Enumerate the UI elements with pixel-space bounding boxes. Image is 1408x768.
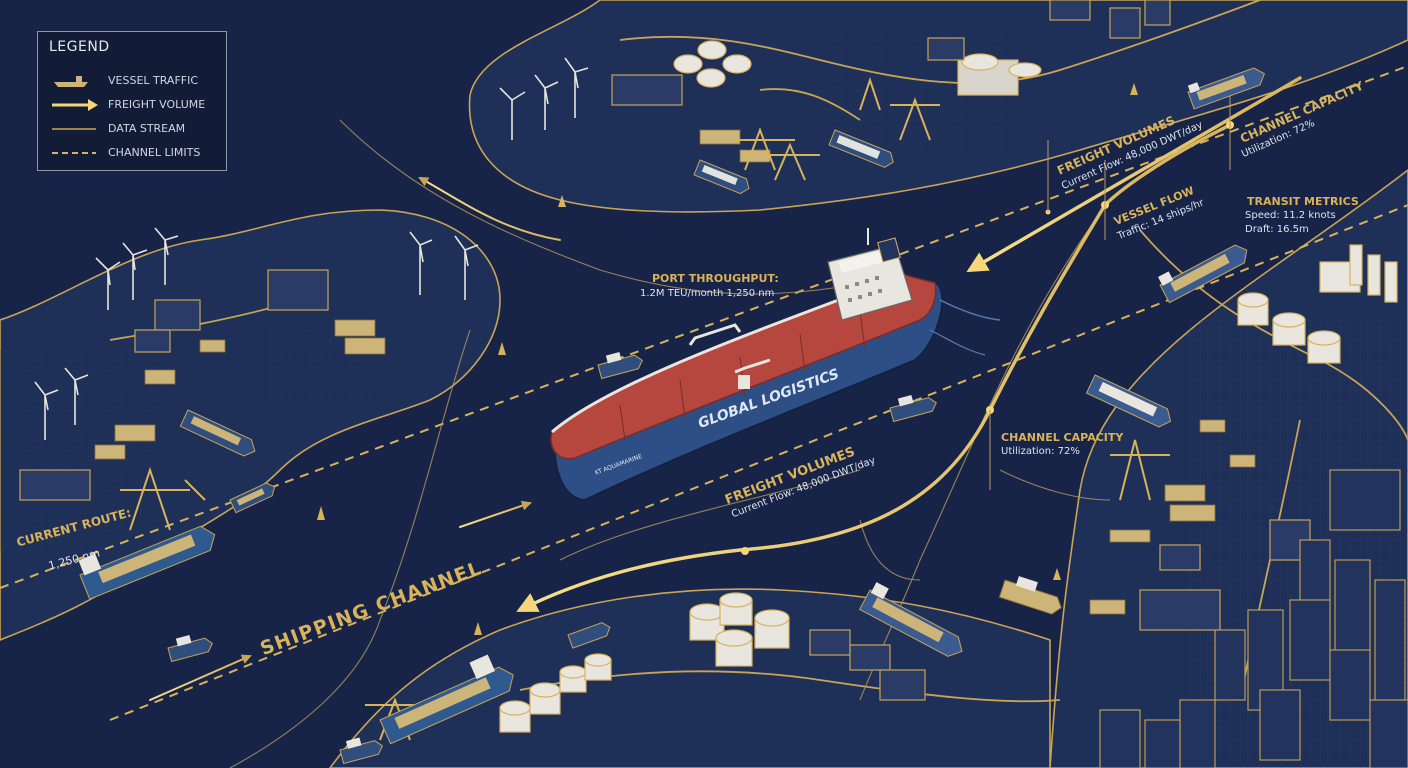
storage-tanks-top xyxy=(673,40,1042,96)
wind-turbines xyxy=(34,57,589,440)
freight-arrows xyxy=(149,76,1302,701)
legend-label: FREIGHT VOLUME xyxy=(108,98,206,111)
container-stacks xyxy=(94,129,1256,615)
legend-title: LEGEND xyxy=(49,39,110,55)
channel-capacity-mid-title: CHANNEL CAPACITY xyxy=(1001,431,1124,444)
arrow-icon xyxy=(52,99,98,111)
ship-icon xyxy=(54,76,88,87)
storage-tanks-right xyxy=(1237,244,1398,364)
legend-label: CHANNEL LIMITS xyxy=(108,146,201,159)
warehouses xyxy=(19,0,1311,701)
transit-speed: Speed: 11.2 knots xyxy=(1245,210,1336,221)
channel-capacity-mid-value: Utilization: 72% xyxy=(1001,446,1080,457)
port-throughput-value: 1.2M TEU/month 1,250 nm xyxy=(640,288,775,299)
legend-item-vessel-traffic: VESSEL TRAFFIC xyxy=(48,72,226,90)
storage-tanks-bottom xyxy=(499,592,790,733)
legend-panel: LEGEND VESSEL TRAFFIC FREIGHT VOLUME DAT… xyxy=(37,31,227,171)
legend-label: VESSEL TRAFFIC xyxy=(108,74,199,87)
legend-item-data-stream: DATA STREAM xyxy=(48,120,226,138)
leader-lines xyxy=(989,90,1231,490)
city-buildings xyxy=(1099,469,1408,768)
transit-draft: Draft: 16.5m xyxy=(1245,224,1309,235)
buoys xyxy=(317,83,1138,635)
line-icon xyxy=(52,128,96,130)
legend-label: DATA STREAM xyxy=(108,122,186,135)
transit-metrics-title: TRANSIT METRICS xyxy=(1247,195,1359,208)
small-vessels xyxy=(78,67,1266,765)
port-throughput-title: PORT THROUGHPUT: xyxy=(652,272,779,285)
legend-item-freight-volume: FREIGHT VOLUME xyxy=(48,96,226,114)
data-streams xyxy=(229,119,1111,768)
legend-item-channel-limits: CHANNEL LIMITS xyxy=(48,144,226,162)
main-cargo-ship xyxy=(550,228,1001,502)
dashed-line-icon xyxy=(52,152,96,154)
